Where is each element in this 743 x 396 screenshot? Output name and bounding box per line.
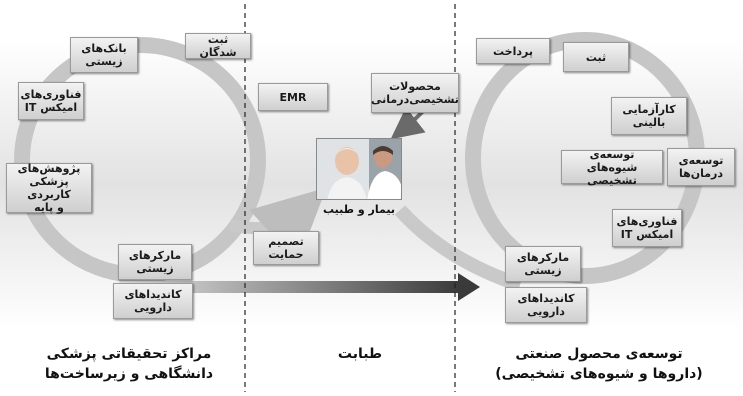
arc-patient-to-industry xyxy=(394,205,523,292)
doctor-coat xyxy=(367,171,401,199)
patient-doctor-photo xyxy=(316,138,402,200)
arrow-to-patient xyxy=(228,187,327,263)
translation-arrow-shaft xyxy=(120,281,460,293)
omics-it-box-left: فناوری‌های امیکس IT xyxy=(18,82,84,120)
biobanks-box: بانک‌های زیستی xyxy=(70,37,138,73)
registration-box: ثبت xyxy=(563,42,629,72)
translation-arrow-head xyxy=(458,273,480,301)
patient-doctor-caption: بیمار و طبیب xyxy=(323,203,395,216)
left-column-title: مراکز تحقیقاتی پزشکی دانشگاهی و زیرساخت‌… xyxy=(44,346,214,382)
middle-column-title: طبابت xyxy=(337,346,383,362)
drug-candidates-box-right: کاندیداهای دارویی xyxy=(505,287,587,323)
patient-doctor-illustration xyxy=(317,139,401,199)
patient-face xyxy=(335,147,359,175)
drug-candidates-box-left: کاندیداهای دارویی xyxy=(113,283,193,319)
right-column-title: توسعه‌ی محصول صنعتی (داروها و شیوه‌های ت… xyxy=(495,346,703,382)
omics-it-box-right: فناوری‌های امیکس IT xyxy=(612,209,682,247)
diagnostic-products-box: محصولات تشخیصی‌درمانی xyxy=(371,73,459,113)
decision-support-box: تصمیم حمایت xyxy=(253,231,319,265)
clinical-trials-box: کارآزمایی بالینی xyxy=(611,97,687,135)
diagnostic-development-box: توسعه‌ی شیوه‌های تشخیصی xyxy=(561,148,663,187)
biomarkers-box-left: مارکرهای زیستی xyxy=(118,244,192,280)
registries-box: ثبت شدگان xyxy=(185,33,251,59)
treatment-development-box: توسعه‌ی درمان‌ها xyxy=(667,148,735,186)
emr-box: EMR xyxy=(258,83,328,111)
biomarkers-box-right: مارکرهای زیستی xyxy=(505,246,581,282)
patient-shirt xyxy=(327,177,367,199)
payment-box: پرداخت xyxy=(476,38,550,64)
applied-research-box: پژوهش‌های پزشکی کاربردی و پایه xyxy=(6,162,92,214)
